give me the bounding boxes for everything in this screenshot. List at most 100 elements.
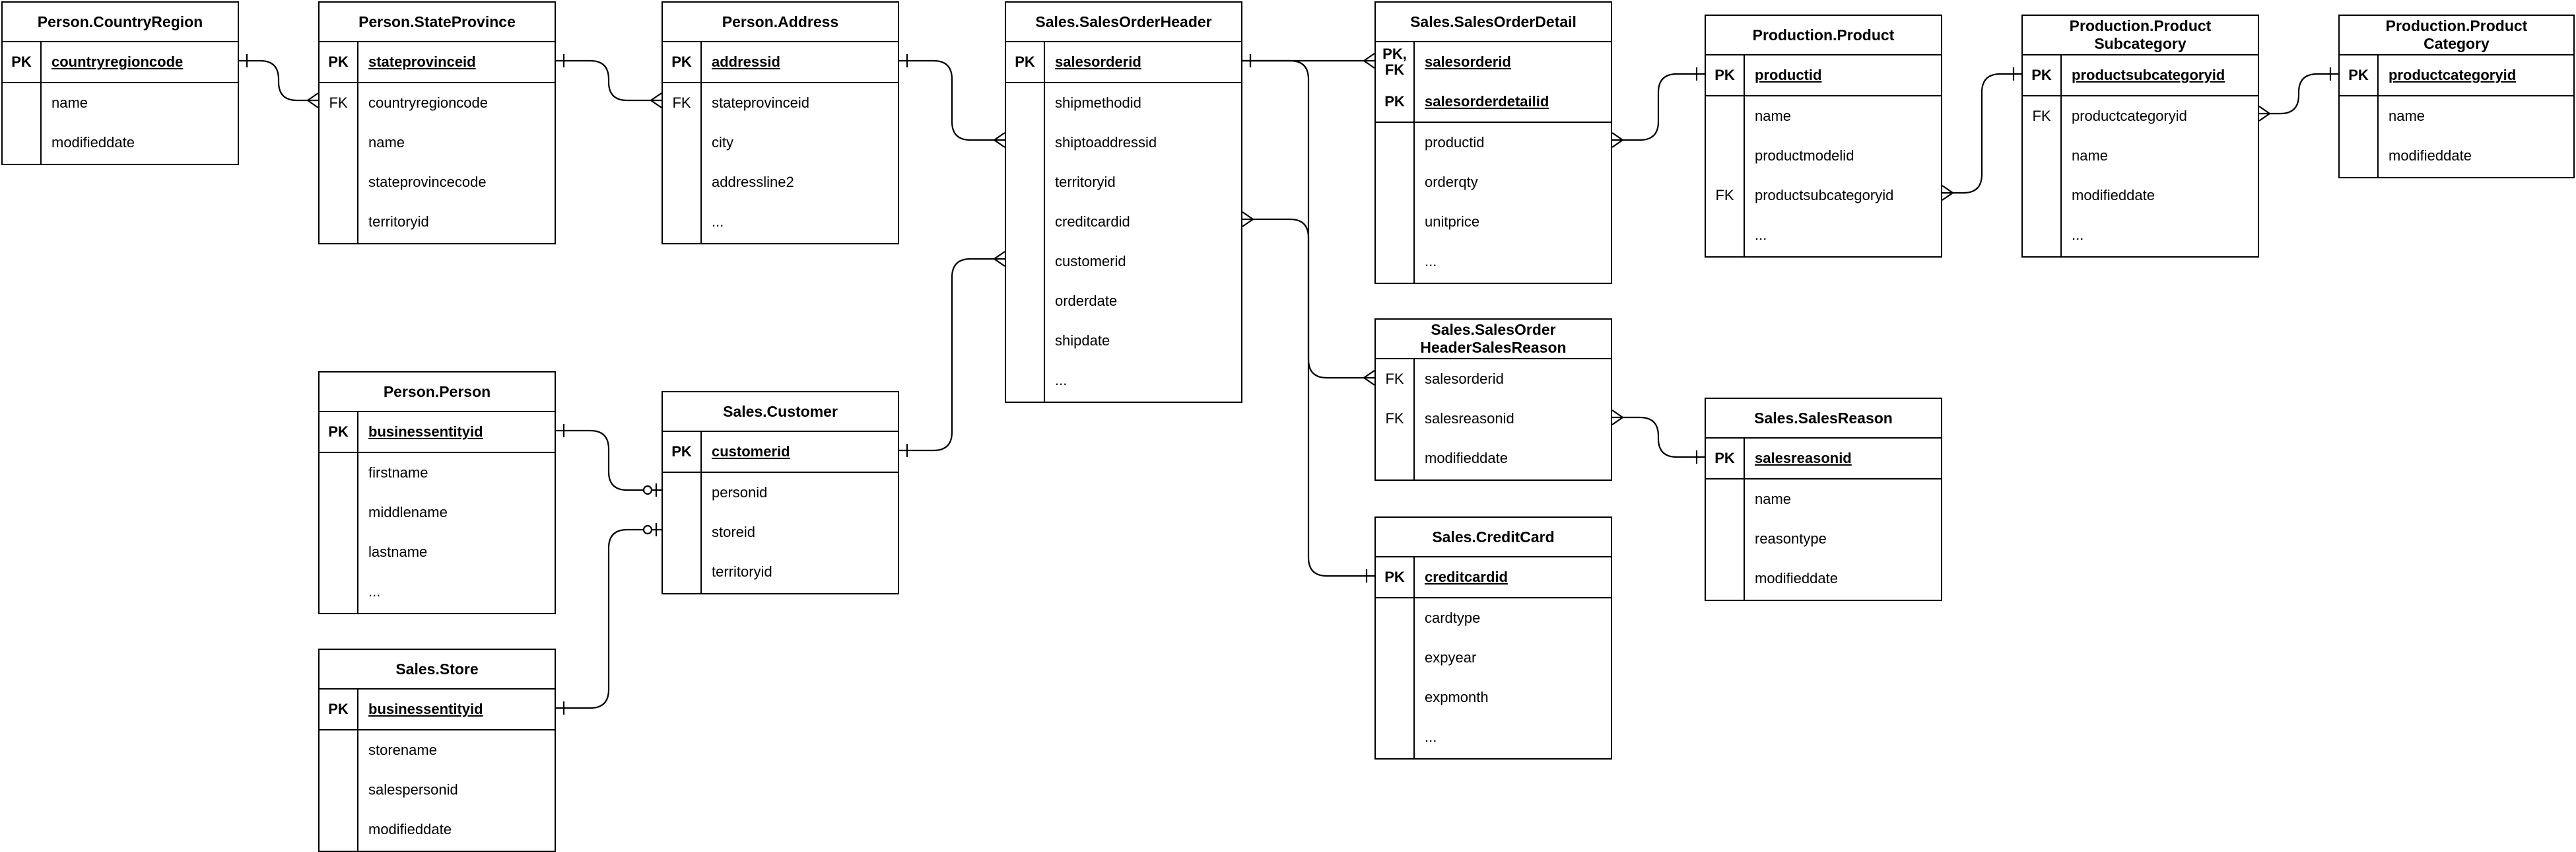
field-row: addressline2 [663,162,898,202]
field-row: storename [320,730,555,770]
key-label: PK [671,53,692,70]
field-row: territoryid [1006,162,1241,202]
entity-title: Person.Person [320,373,555,412]
key-column-divider [1044,83,1045,402]
field-name: modifieddate [2389,147,2472,164]
field-row: ... [2023,215,2258,255]
key-column-divider [700,42,702,82]
key-column-divider [1413,598,1415,758]
key-column-divider [1044,42,1045,82]
field-row: name [1706,479,1941,519]
field-name: customerid [712,443,790,460]
relationship-line [899,258,1005,452]
field-row: productmodelid [1706,136,1941,176]
relationship-line [1242,59,1374,379]
key-label [1376,123,1413,162]
field-row: ... [320,572,555,612]
field-name: ... [368,583,381,600]
field-name: salesorderdetailid [1425,93,1549,110]
key-column-divider [2060,55,2062,95]
field-row: shipmethodid [1006,83,1241,123]
entity-title: Person.Address [663,3,898,42]
entity-title: Sales.CreditCard [1376,518,1611,557]
key-label [320,202,357,242]
relationship-line [1612,416,1705,458]
key-label [1376,598,1413,638]
field-row: name [3,83,238,123]
field-name: ... [1055,372,1068,388]
key-label [1376,202,1413,242]
field-name: modifieddate [368,821,452,837]
entity-title: Sales.Customer [663,392,898,432]
field-name: name [2072,147,2109,164]
key-label [320,123,357,162]
field-name: ... [2072,227,2084,243]
relationship-customer-person [556,424,661,497]
key-column-divider [700,432,702,472]
key-label [1376,717,1413,757]
field-name: storename [368,742,437,758]
field-row: lastname [320,532,555,572]
field-name: salesorderid [1425,371,1504,387]
key-column-divider [357,690,358,729]
key-label: FK [672,94,691,111]
relationship-stateprovince-countryregion [239,54,319,108]
key-label [1706,215,1744,255]
field-row: cardtype [1376,598,1611,638]
entity-title: Sales.Store [320,650,555,690]
field-row: customerid [1006,242,1241,281]
key-label [663,552,700,592]
key-label: PK [1384,569,1405,585]
field-name: shipmethodid [1055,94,1141,111]
key-column-divider [1744,479,1745,600]
field-name: territoryid [368,213,429,230]
key-label [320,532,357,572]
key-label [2340,96,2377,136]
relationship-line [556,429,661,491]
key-label [1006,123,1044,162]
field-name: salesorderid [1055,53,1141,70]
key-label [320,162,357,202]
field-name: storeid [712,524,756,540]
field-name: countryregioncode [368,94,489,111]
field-name: stateprovinceid [368,53,476,70]
field-name: productid [1755,67,1822,83]
key-label [1376,638,1413,678]
field-name: productcategoryid [2389,67,2517,83]
field-row: territoryid [663,552,898,592]
relationship-address-stateprovince [556,54,662,108]
key-column-divider [700,473,702,593]
key-label [320,493,357,532]
